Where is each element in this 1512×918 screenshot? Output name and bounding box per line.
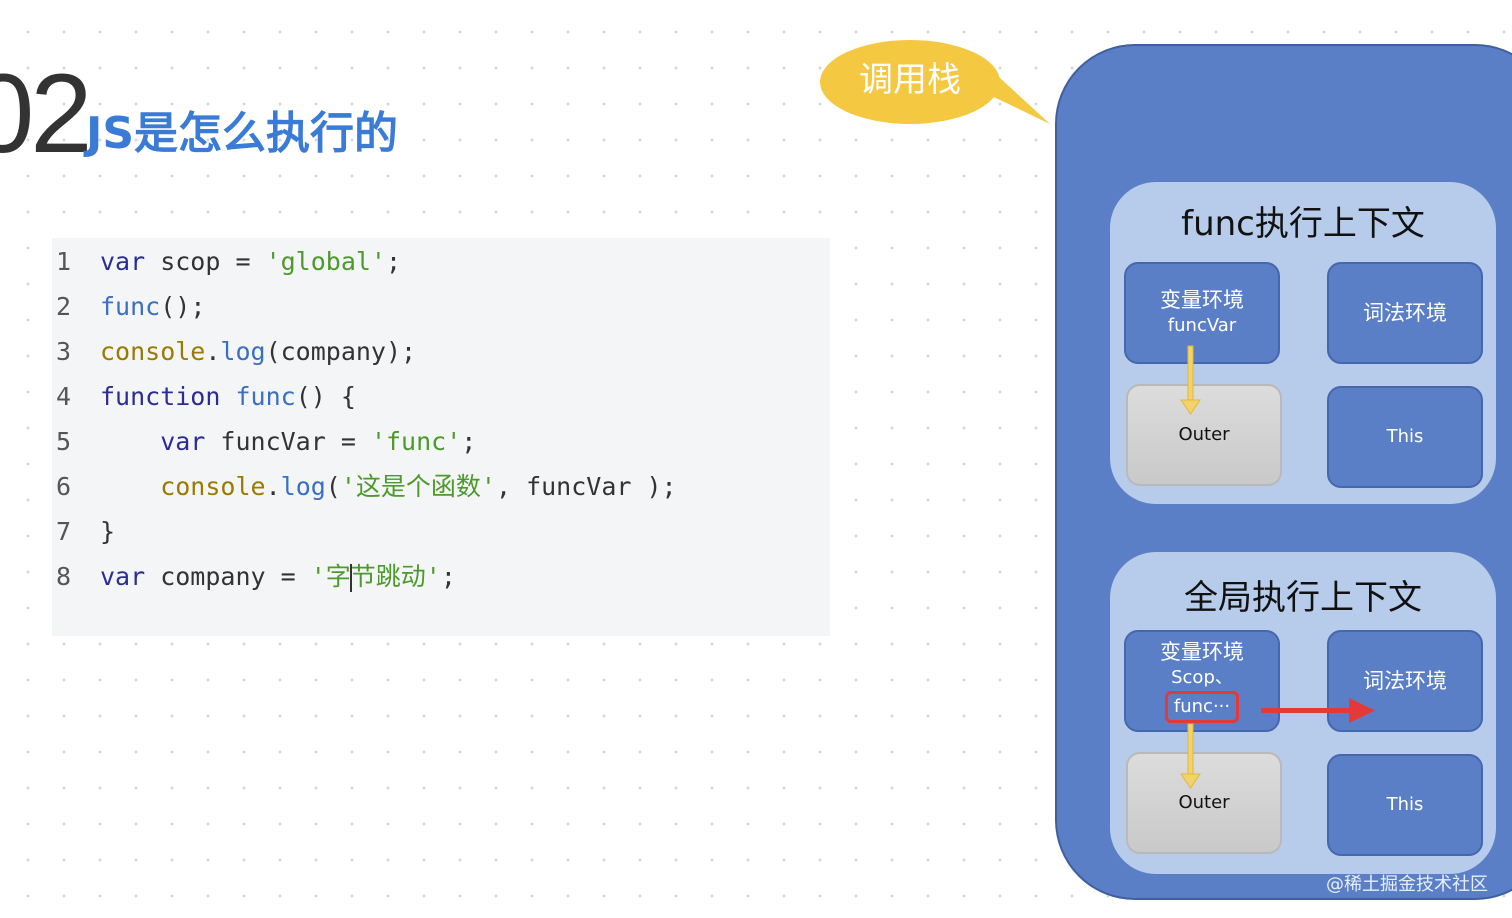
code-token: (company);	[265, 337, 417, 366]
line-number: 4	[56, 382, 72, 411]
callout-bubble	[820, 40, 1050, 124]
func-variable-env-value: funcVar	[1167, 315, 1237, 336]
global-outer-label: Outer	[1178, 792, 1230, 813]
code-line: 4 function func() {	[52, 377, 356, 417]
code-token: (	[325, 472, 341, 501]
global-variable-env-scop: Scop、	[1171, 667, 1233, 688]
code-token	[220, 382, 235, 411]
line-number: 5	[56, 427, 72, 456]
code-line: 3 console.log(company);	[52, 332, 416, 372]
slide-number: 02	[0, 51, 93, 176]
line-number: 8	[56, 562, 72, 591]
func-context-title: func执行上下文	[1181, 204, 1425, 244]
func-scope-arrow	[1180, 345, 1201, 415]
code-token: log	[280, 472, 326, 501]
code-token: 'func'	[370, 427, 462, 456]
line-number: 3	[56, 337, 72, 366]
code-token: funcVar =	[205, 427, 371, 456]
global-lexical-env-label: 词法环境	[1363, 669, 1447, 693]
func-this: This	[1327, 386, 1483, 488]
code-token: func	[235, 382, 296, 411]
code-token: company =	[145, 562, 311, 591]
func-variable-environment: 变量环境 funcVar	[1124, 262, 1280, 364]
code-token: ;	[386, 247, 402, 276]
callout-label: 调用栈	[859, 60, 961, 100]
context-arrows	[1180, 345, 1375, 789]
global-context-title: 全局执行上下文	[1184, 578, 1422, 618]
line-number: 6	[56, 472, 72, 501]
code-token: () {	[295, 382, 356, 411]
callout-ellipse	[820, 40, 1000, 124]
func-outer: Outer	[1126, 384, 1282, 486]
line-number: 2	[56, 292, 72, 321]
code-token: ;	[440, 562, 456, 591]
global-this-label: This	[1386, 794, 1424, 815]
func-this-label: This	[1386, 426, 1424, 447]
func-variable-env-label: 变量环境	[1160, 288, 1244, 312]
code-token: var	[100, 427, 206, 456]
line-number: 7	[56, 517, 72, 546]
global-this: This	[1327, 754, 1483, 856]
code-token: , funcVar );	[495, 472, 677, 501]
code-line: 6 console.log('这是个函数', funcVar );	[52, 467, 677, 507]
global-lexical-arrow	[1261, 698, 1375, 723]
code-line: 5 var funcVar = 'func';	[52, 422, 476, 462]
code-token: '字	[310, 562, 351, 591]
func-outer-label: Outer	[1178, 424, 1230, 445]
func-execution-context: func执行上下文 变量环境 funcVar 词法环境 Outer This	[1110, 182, 1496, 504]
code-token: console	[100, 337, 206, 366]
global-variable-env-label: 变量环境	[1160, 640, 1244, 664]
code-token: ();	[160, 292, 206, 321]
code-line: 2 func();	[52, 287, 205, 327]
global-variable-env-func-highlight: func···	[1164, 691, 1240, 723]
code-token: .	[205, 337, 221, 366]
code-token: '这是个函数'	[340, 472, 496, 501]
code-token: .	[265, 472, 281, 501]
slide-title: JS是怎么执行的	[86, 108, 399, 159]
watermark: @稀土掘金技术社区	[1326, 874, 1488, 895]
func-lexical-environment: 词法环境	[1327, 262, 1483, 364]
global-variable-environment: 变量环境 Scop、 func···	[1124, 630, 1280, 732]
code-token: scop =	[145, 247, 266, 276]
code-token: var	[100, 562, 146, 591]
code-line: 8 var company = '字节跳动';	[52, 557, 456, 597]
code-token: }	[100, 517, 116, 546]
code-line: 7}	[52, 512, 115, 552]
code-line: 1 var scop = 'global';	[52, 242, 401, 282]
code-token: function	[100, 382, 221, 411]
code-token: log	[220, 337, 266, 366]
code-token: 'global'	[265, 247, 386, 276]
code-token: 节跳动'	[350, 562, 441, 591]
global-outer: Outer	[1126, 752, 1282, 854]
line-number: 1	[56, 247, 72, 276]
code-token: func	[100, 292, 161, 321]
func-lexical-env-label: 词法环境	[1363, 301, 1447, 325]
call-stack: func执行上下文 变量环境 funcVar 词法环境 Outer This 全…	[1055, 44, 1512, 900]
global-scope-arrow	[1180, 723, 1201, 789]
text-cursor	[349, 564, 352, 592]
code-token: var	[100, 247, 146, 276]
code-token: console	[100, 472, 266, 501]
code-token: ;	[461, 427, 477, 456]
